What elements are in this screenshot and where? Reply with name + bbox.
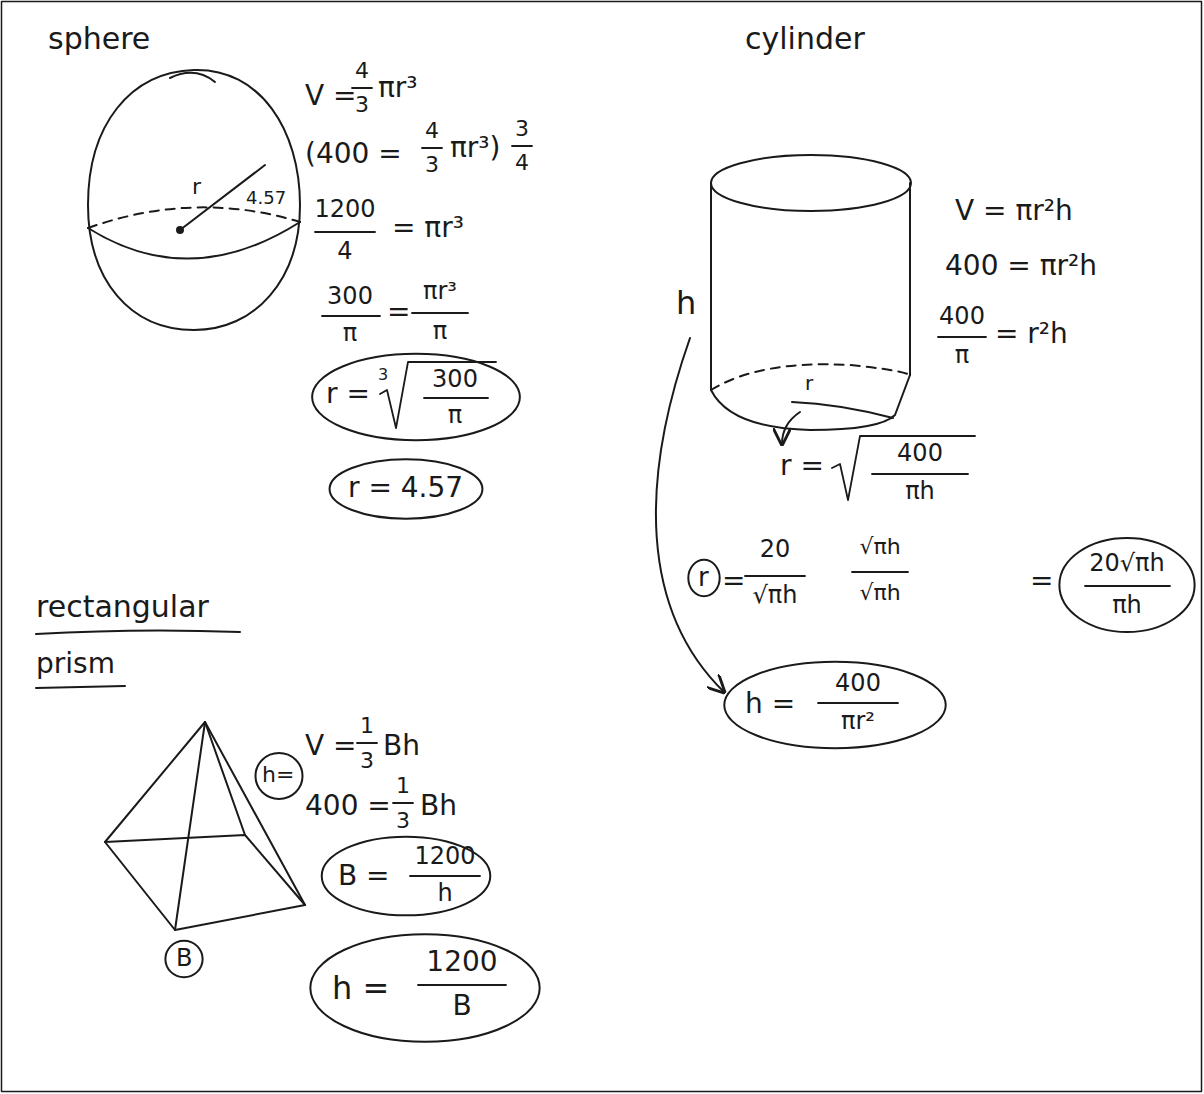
- math-text: πr³: [378, 72, 418, 104]
- math-text: 3: [396, 808, 410, 833]
- circled-answer: h=: [255, 752, 303, 800]
- math-text: 300: [327, 283, 373, 311]
- answer-text: B =: [338, 860, 390, 892]
- answer-text: 20√πh: [1089, 550, 1165, 578]
- circled-answer: 20√πh πh: [1058, 536, 1196, 634]
- answer-text: h =: [745, 688, 795, 720]
- math-text: 1200: [314, 196, 375, 224]
- answer-text: 3: [378, 366, 388, 384]
- math-text: 3: [425, 152, 439, 177]
- cylinder-drawing: [711, 155, 911, 430]
- answer-text: πh: [1112, 592, 1142, 620]
- math-text: 1: [396, 773, 410, 798]
- math-text: = πr³: [392, 212, 464, 244]
- math-text: V =: [305, 80, 357, 112]
- answer-text: 300: [432, 366, 478, 394]
- math-text: √πh: [753, 582, 798, 610]
- answer-text: h=: [262, 762, 294, 787]
- answer-text: r: [698, 563, 709, 593]
- math-text: V =: [305, 730, 357, 762]
- math-text: √πh: [859, 534, 900, 559]
- radical-sign: [380, 362, 496, 428]
- underlines: [36, 630, 240, 688]
- math-text: π: [343, 320, 357, 348]
- answer-text: π: [448, 402, 462, 430]
- circled-answer: r: [688, 559, 720, 597]
- section-title: sphere: [48, 22, 150, 57]
- answer-text: B: [176, 945, 192, 973]
- answer-text: 1200: [414, 843, 475, 871]
- math-text: 400: [939, 303, 985, 331]
- math-text: 400 =: [305, 790, 391, 822]
- circled-answer: B: [165, 940, 203, 978]
- math-text: 4: [337, 238, 352, 266]
- math-text: πr³: [423, 278, 457, 306]
- math-text: (400 =: [305, 138, 402, 170]
- fraction-bars: [745, 337, 1170, 703]
- answer-text: 1200: [426, 946, 497, 978]
- radical-sign: [832, 436, 975, 500]
- answer-text: r =: [326, 378, 370, 410]
- answer-text: h =: [332, 970, 389, 1007]
- math-text: = r²h: [995, 318, 1068, 350]
- math-text: 400 = πr²h: [945, 250, 1097, 282]
- math-text: =: [1030, 565, 1053, 597]
- math-text: 400: [897, 440, 943, 468]
- math-text: 3: [355, 92, 369, 117]
- math-text: V = πr²h: [955, 195, 1073, 227]
- pyramid-drawing: [105, 722, 305, 930]
- circled-answer: r = 3 300 π: [310, 352, 522, 442]
- math-text: r: [805, 372, 813, 395]
- math-text: 3: [515, 116, 529, 141]
- answer-text: πr²: [841, 708, 875, 736]
- math-text: 4: [515, 150, 529, 175]
- math-text: 20: [760, 536, 791, 564]
- answer-text: h: [437, 880, 452, 908]
- circled-answer: r = 4.57: [328, 458, 484, 520]
- math-text: 4: [355, 58, 369, 83]
- circled-answer: h = 1200B: [308, 932, 542, 1044]
- math-text: Bh: [383, 730, 420, 762]
- math-text: 3: [360, 748, 374, 773]
- math-text: r =: [780, 450, 824, 482]
- section-title: cylinder: [745, 22, 865, 57]
- math-text: π: [955, 342, 969, 370]
- math-text: h: [676, 285, 696, 322]
- answer-text: r = 4.57: [348, 472, 463, 504]
- math-text: Bh: [420, 790, 457, 822]
- math-text: π: [433, 318, 447, 346]
- circled-answer: B = 1200 h: [320, 835, 492, 917]
- math-text: πr³): [450, 132, 501, 164]
- circled-answer: h = 400 πr²: [722, 660, 948, 750]
- section-title: prism: [36, 648, 115, 680]
- answer-text: B: [452, 990, 471, 1022]
- math-text: πh: [905, 478, 935, 506]
- answer-text: 400: [835, 670, 881, 698]
- math-text: =: [387, 296, 410, 328]
- math-text: =: [722, 565, 745, 597]
- math-text: 4.57: [246, 188, 286, 209]
- math-text: r: [192, 174, 201, 199]
- math-text: √πh: [859, 580, 900, 605]
- sphere-drawing: [88, 70, 300, 330]
- math-text: 1: [360, 713, 374, 738]
- math-text: 4: [425, 118, 439, 143]
- section-title: rectangular: [36, 590, 209, 625]
- cylinder-arrows: [656, 338, 800, 692]
